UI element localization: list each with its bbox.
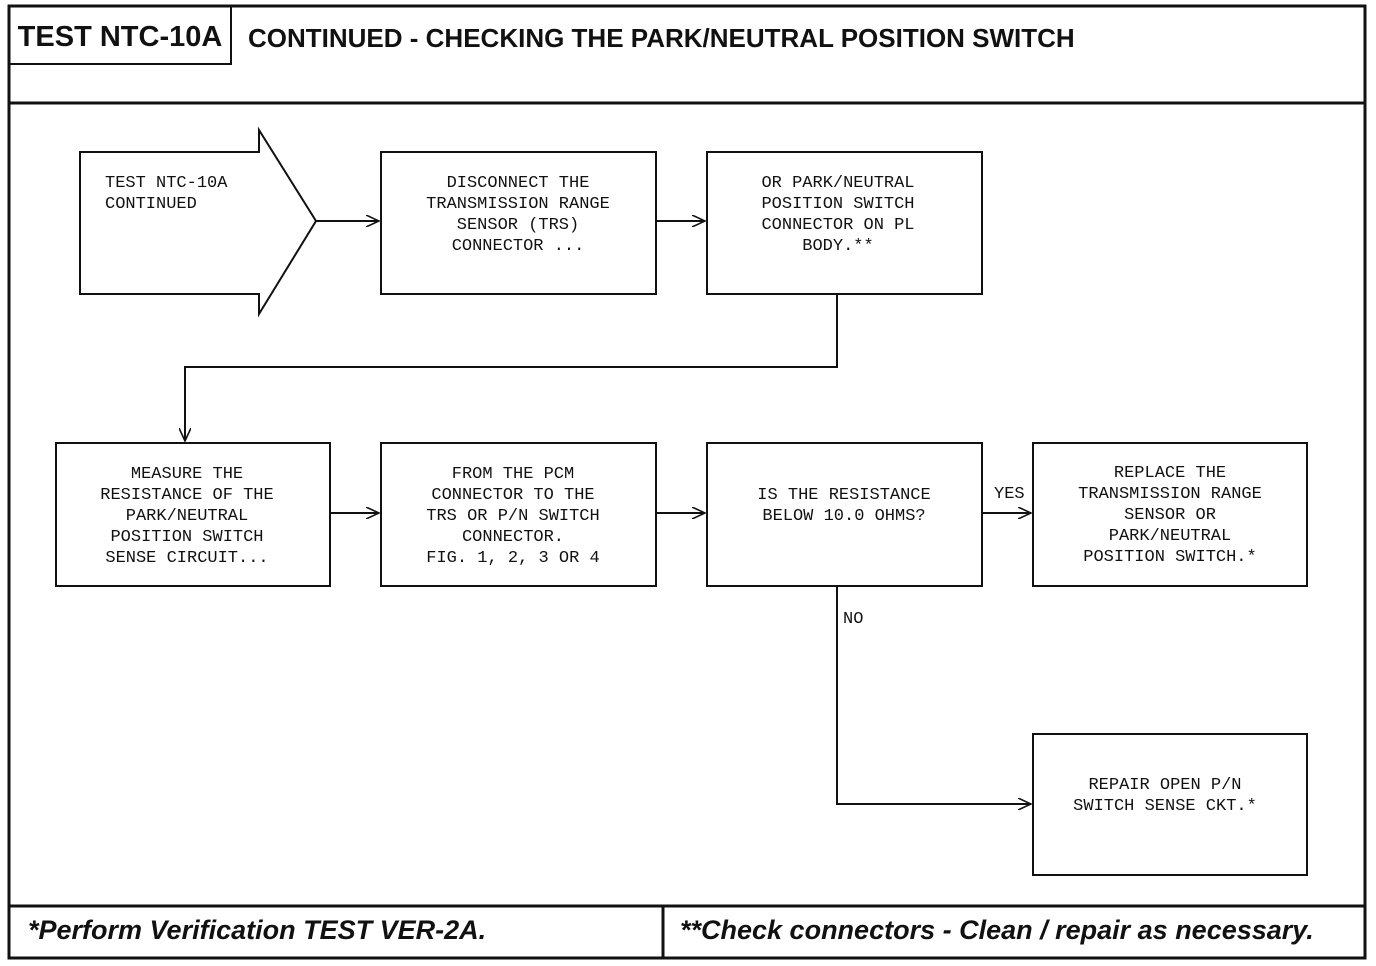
step-measure-resistance-line: MEASURE THE (131, 465, 243, 484)
footer-note-right: **Check connectors - Clean / repair as n… (680, 915, 1314, 945)
page-title: CONTINUED - CHECKING THE PARK/NEUTRAL PO… (248, 23, 1075, 53)
test-id-box (8, 5, 232, 65)
step-measure-resistance-box (55, 442, 331, 587)
footer-note-left: *Perform Verification TEST VER-2A. (28, 915, 486, 945)
result-repair-circuit-line: SWITCH SENSE CKT.* (1073, 797, 1257, 816)
result-replace-trs-line: REPLACE THE (1114, 464, 1226, 483)
start-line: CONTINUED (105, 195, 197, 214)
arrow-pn-connector-to-measure (185, 294, 838, 441)
step-pn-switch-connector-line: BODY.** (802, 237, 873, 256)
result-replace-trs-text: REPLACE THE TRANSMISSION RANGE SENSOR OR PA… (1078, 464, 1262, 567)
step-pn-switch-connector-line: OR PARK/NEUTRAL (761, 174, 914, 193)
yes-branch-label: YES (994, 485, 1025, 504)
no-branch-label: NO (843, 610, 863, 629)
step-pn-switch-connector-line: CONNECTOR ON PL (761, 216, 914, 235)
step-pn-switch-connector-box (706, 151, 983, 295)
test-id-label: TEST NTC-10A (18, 21, 223, 53)
outer-frame (7, 4, 1367, 960)
step-disconnect-trs-line: TRANSMISSION RANGE (426, 195, 610, 214)
step-measure-resistance-text: MEASURE THE RESISTANCE OF THE PARK/NEUTRAL… (100, 465, 273, 568)
step-measure-resistance-line: SENSE CIRCUIT... (105, 549, 268, 568)
result-repair-circuit-box (1032, 733, 1308, 876)
decision-resistance-box (706, 442, 983, 587)
decision-resistance-line: BELOW 10.0 OHMS? (762, 507, 925, 526)
step-pcm-connector-line: TRS OR P/N SWITCH (426, 507, 599, 526)
result-repair-circuit-text: REPAIR OPEN P/N SWITCH SENSE CKT.* (1073, 776, 1257, 816)
step-disconnect-trs-text: DISCONNECT THE TRANSMISSION RANGE SENSOR (… (426, 174, 610, 256)
step-pcm-connector-text: FROM THE PCM CONNECTOR TO THE TRS OR P/N S… (426, 465, 599, 568)
result-replace-trs-line: TRANSMISSION RANGE (1078, 485, 1262, 504)
result-replace-trs-line: POSITION SWITCH.* (1083, 548, 1256, 567)
step-disconnect-trs-line: CONNECTOR ... (452, 237, 585, 256)
step-disconnect-trs-line: DISCONNECT THE (447, 174, 590, 193)
step-pn-switch-connector-line: POSITION SWITCH (761, 195, 914, 214)
decision-resistance-line: IS THE RESISTANCE (757, 486, 930, 505)
step-pcm-connector-line: CONNECTOR TO THE (431, 486, 594, 505)
arrow-decision-no (836, 586, 1031, 804)
step-pcm-connector-line: CONNECTOR. (462, 528, 564, 547)
start-text: TEST NTC-10A CONTINUED (105, 174, 228, 214)
step-pcm-connector-line: FIG. 1, 2, 3 OR 4 (426, 549, 599, 568)
start-line: TEST NTC-10A (105, 174, 228, 193)
result-replace-trs-line: PARK/NEUTRAL (1109, 527, 1231, 546)
step-disconnect-trs-line: SENSOR (TRS) (457, 216, 579, 235)
step-disconnect-trs-box (380, 151, 657, 295)
start-arrow-shape (79, 126, 318, 318)
step-measure-resistance-line: RESISTANCE OF THE (100, 486, 273, 505)
result-replace-trs-line: SENSOR OR (1124, 506, 1216, 525)
result-replace-trs-box (1032, 442, 1308, 587)
step-measure-resistance-line: POSITION SWITCH (110, 528, 263, 547)
result-repair-circuit-line: REPAIR OPEN P/N (1088, 776, 1241, 795)
step-pcm-connector-box (380, 442, 657, 587)
step-pn-switch-connector-text: OR PARK/NEUTRAL POSITION SWITCH CONNECTOR … (761, 174, 914, 256)
decision-resistance-text: IS THE RESISTANCE BELOW 10.0 OHMS? (757, 486, 930, 526)
step-pcm-connector-line: FROM THE PCM (452, 465, 574, 484)
step-measure-resistance-line: PARK/NEUTRAL (126, 507, 248, 526)
